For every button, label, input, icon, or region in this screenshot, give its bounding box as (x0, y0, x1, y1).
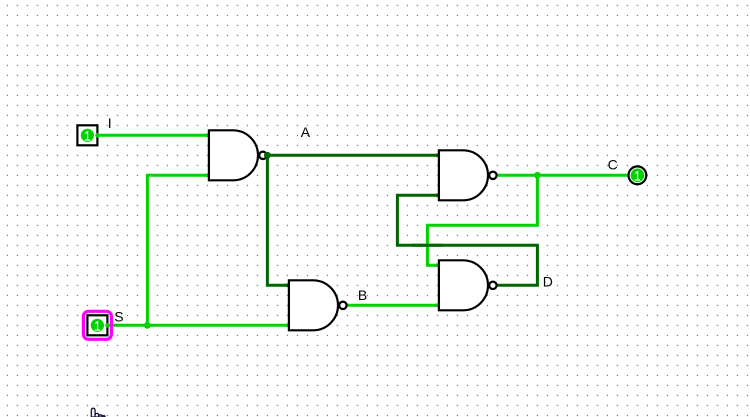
svg-text:B: B (358, 287, 367, 303)
svg-text:S: S (114, 308, 123, 324)
svg-text:C: C (608, 157, 618, 173)
svg-text:A: A (301, 124, 311, 140)
svg-text:I: I (108, 115, 112, 131)
svg-text:D: D (543, 273, 553, 289)
